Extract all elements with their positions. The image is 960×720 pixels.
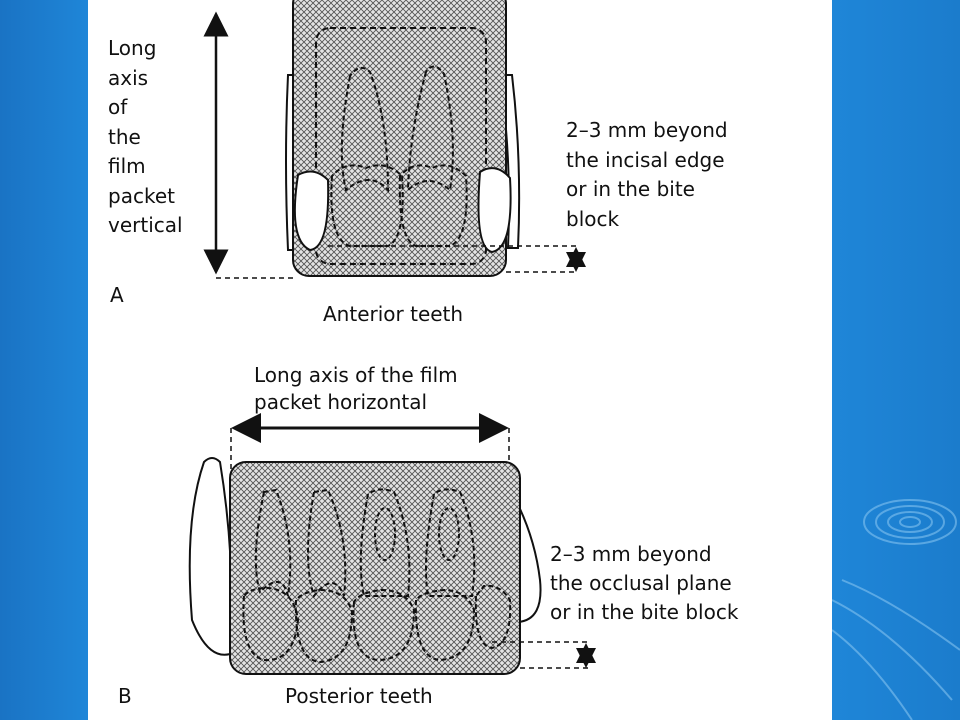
figure-page: Long axis of the film packet vertical 2–… (88, 0, 832, 720)
axis-label-line: Long axis of the film (254, 363, 458, 387)
axis-label-line: vertical (108, 213, 183, 237)
incisal-edge-note: 2–3 mm beyond the incisal edge or in the… (566, 116, 728, 234)
axis-label-line: packet horizontal (254, 390, 428, 414)
axis-label-line: of (108, 95, 128, 119)
right-background-band (832, 0, 960, 720)
occlusal-distance-marker (492, 641, 596, 669)
note-line: the incisal edge (566, 147, 725, 172)
note-line: 2–3 mm beyond (566, 118, 728, 142)
incisal-distance-marker (328, 245, 586, 273)
panel-b-letter: B (118, 684, 132, 708)
posterior-teeth-illustration (188, 457, 542, 675)
axis-label-line: packet (108, 183, 175, 208)
note-line: 2–3 mm beyond (550, 542, 712, 566)
axis-label-line: axis (108, 65, 149, 90)
axis-label-line: film (108, 154, 146, 178)
anterior-teeth-caption: Anterior teeth (323, 302, 464, 326)
horizontal-axis-label: Long axis of the film packet horizontal (254, 362, 458, 416)
axis-label-line: the (108, 124, 141, 149)
note-line: the occlusal plane (550, 571, 732, 595)
posterior-teeth-caption: Posterior teeth (285, 684, 433, 708)
water-ripple-decoration (832, 499, 960, 720)
dental-film-diagram (188, 0, 596, 675)
occlusal-plane-note: 2–3 mm beyond the occlusal plane or in t… (550, 540, 738, 627)
note-line: or in the bite (566, 177, 695, 201)
note-line: or in the bite block (550, 600, 739, 624)
left-background-band (0, 0, 88, 720)
anterior-teeth-illustration (285, 0, 521, 277)
note-line: block (566, 206, 620, 231)
vertical-axis-label: Long axis of the film packet vertical (108, 34, 183, 241)
axis-label-line: Long (108, 36, 157, 60)
panel-a-letter: A (110, 283, 124, 307)
